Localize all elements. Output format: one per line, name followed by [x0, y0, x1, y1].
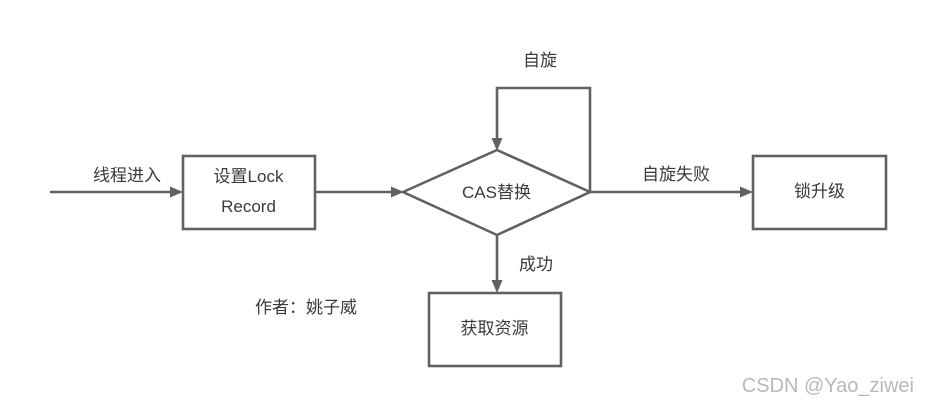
edge-thread-enter-arrowhead	[170, 186, 183, 198]
edge-success-arrowhead	[491, 280, 503, 293]
node-lock-upgrade-box	[751, 154, 888, 231]
node-set-lock-record-box	[181, 154, 317, 231]
node-cas-replace-diamond	[399, 148, 594, 237]
csdn-watermark: CSDN @Yao_ziwei	[741, 375, 914, 397]
edge-spin-loop-arrowhead	[491, 138, 503, 151]
edge-spin-loop-line	[495, 86, 592, 192]
author-note: 作者：姚子威	[255, 298, 357, 317]
node-acquire-resource-box	[427, 291, 563, 368]
edge-to-cas-arrowhead	[391, 186, 404, 198]
edge-spin-fail-arrowhead	[740, 186, 753, 198]
